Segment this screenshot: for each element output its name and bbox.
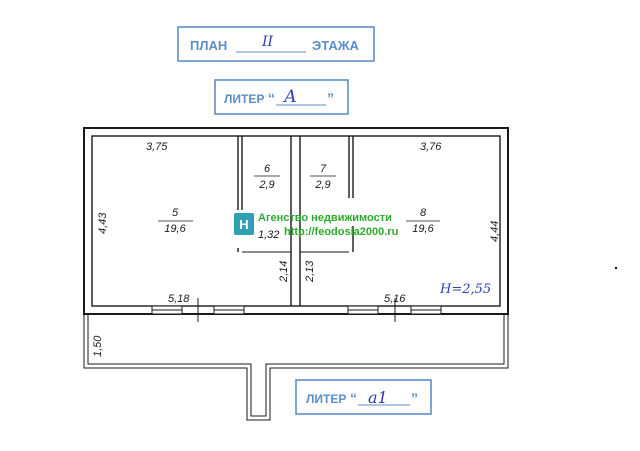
room-5-number: 5 — [172, 207, 179, 219]
watermark-line1: Агенство недвижимости — [258, 212, 392, 224]
dim-right-side: 4,44 — [489, 221, 501, 242]
edge-mark — [614, 266, 618, 270]
dim-corridor-left: 2,14 — [278, 261, 290, 283]
balcony-annex — [83, 314, 509, 421]
liter-top-stamp: ЛИТЕР “ А ” — [214, 79, 349, 115]
dim-door-width: 1,32 — [258, 229, 279, 241]
watermark-logo-icon — [234, 213, 254, 235]
dimension-labels: 3,75 3,76 4,43 4,44 5,18 5,16 2,14 2,13 … — [92, 141, 501, 357]
dim-top-left: 3,75 — [146, 141, 168, 153]
room-6-number: 6 — [264, 163, 271, 175]
dim-bottom-left: 5,18 — [168, 293, 190, 305]
room-8-area: 19,6 — [412, 223, 434, 235]
plan-floor-stamp: ПЛАН II ЭТАЖА — [177, 26, 375, 62]
liter-bottom-value: а1 — [368, 388, 388, 407]
watermark-line2: http://feodosia2000.ru — [284, 226, 398, 238]
dim-corridor-right: 2,13 — [304, 260, 316, 283]
dim-top-right: 3,76 — [420, 141, 442, 153]
svg-text:”: ” — [411, 390, 418, 406]
liter-top-prefix: ЛИТЕР — [224, 92, 264, 106]
ceiling-height-note: H=2,55 — [439, 282, 491, 297]
room-6-area: 2,9 — [258, 179, 274, 191]
plan-stamp-prefix: ПЛАН — [190, 38, 227, 53]
dim-bottom-right: 5,16 — [384, 293, 406, 305]
svg-text:”: ” — [327, 90, 334, 106]
plan-stamp-floor: II — [261, 34, 274, 50]
room-7-area: 2,9 — [314, 179, 330, 191]
liter-bottom-prefix: ЛИТЕР — [306, 392, 346, 406]
room-5-area: 19,6 — [164, 223, 186, 235]
dim-left-side: 4,43 — [97, 212, 109, 234]
plan-stamp-suffix: ЭТАЖА — [312, 38, 360, 53]
interior-partitions — [237, 136, 354, 306]
windows — [151, 298, 442, 322]
room-labels: 5 19,6 6 2,9 7 2,9 8 19,6 — [158, 163, 440, 235]
liter-bottom-stamp: ЛИТЕР “ а1 ” — [295, 379, 432, 415]
room-8-number: 8 — [420, 207, 427, 219]
watermark-logo-letter: Н — [239, 217, 248, 232]
building-walls — [83, 127, 509, 315]
watermark: Н Агенство недвижимости http://feodosia2… — [234, 212, 398, 238]
svg-text:“: “ — [268, 90, 275, 106]
liter-top-value: А — [283, 87, 297, 107]
dim-balcony-depth: 1,50 — [92, 335, 104, 357]
svg-text:“: “ — [350, 390, 357, 406]
room-7-number: 7 — [320, 163, 327, 175]
